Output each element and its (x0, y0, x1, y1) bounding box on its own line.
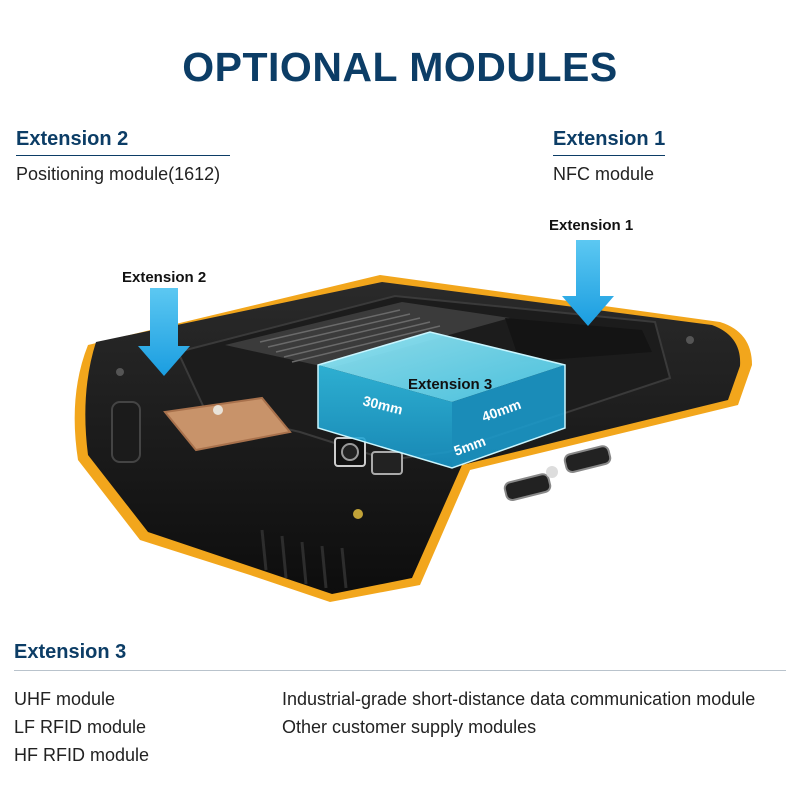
extension3-heading: Extension 3 (14, 641, 127, 663)
extension3-left-list: UHF module LF RFID module HF RFID module (14, 685, 149, 769)
list-item: Industrial-grade short-distance data com… (282, 689, 756, 709)
extension3-right-list: Industrial-grade short-distance data com… (282, 685, 755, 741)
list-item: LF RFID module (14, 717, 147, 737)
extension2-callout: Extension 2 (122, 269, 206, 286)
gps-antenna-icon (163, 396, 292, 452)
extension1-callout: Extension 1 (549, 217, 633, 234)
page-title: OPTIONAL MODULES (182, 44, 618, 90)
extension3-module-box (317, 331, 566, 469)
extension2-divider (16, 155, 230, 156)
tablet-back-photo: Extension 2 Extension 1 Extension 3 30mm… (74, 217, 752, 602)
extension1-divider (553, 155, 665, 156)
extension1-heading: Extension 1 (553, 128, 666, 150)
extension2-description: Positioning module(1612) (16, 164, 221, 184)
list-item: Other customer supply modules (282, 717, 537, 737)
extension1-description: NFC module (553, 164, 655, 184)
camera-icon (334, 437, 403, 475)
extension3-divider (14, 670, 786, 671)
list-item: UHF module (14, 689, 116, 709)
extension3-callout: Extension 3 (408, 376, 492, 393)
extension2-heading: Extension 2 (16, 128, 129, 150)
list-item: HF RFID module (14, 745, 150, 765)
down-arrow-icon (138, 288, 190, 376)
down-arrow-icon (562, 240, 614, 326)
